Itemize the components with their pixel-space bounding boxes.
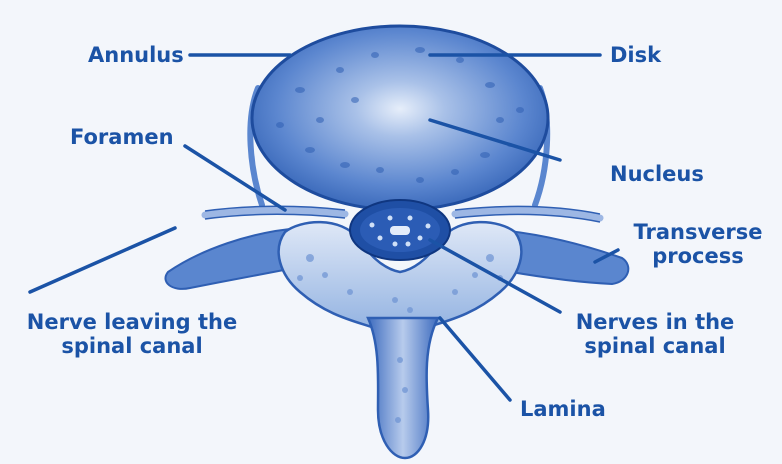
label-transverse-line1: Transverse: [618, 220, 778, 244]
label-nerve-leaving: Nerve leaving the spinal canal: [12, 310, 252, 358]
label-nerves-in-line1: Nerves in the: [560, 310, 750, 334]
label-nerves-in-line2: spinal canal: [560, 334, 750, 358]
label-transverse-process: Transverse process: [618, 220, 778, 268]
label-annulus: Annulus: [88, 43, 184, 67]
label-nerve-leaving-line1: Nerve leaving the: [12, 310, 252, 334]
spinal-canal: [350, 200, 450, 260]
label-nerve-leaving-line2: spinal canal: [12, 334, 252, 358]
label-disk: Disk: [610, 43, 661, 67]
label-nerves-in: Nerves in the spinal canal: [560, 310, 750, 358]
label-foramen: Foramen: [70, 125, 174, 149]
label-lamina: Lamina: [520, 397, 606, 421]
label-transverse-line2: process: [618, 244, 778, 268]
label-nucleus: Nucleus: [610, 162, 704, 186]
